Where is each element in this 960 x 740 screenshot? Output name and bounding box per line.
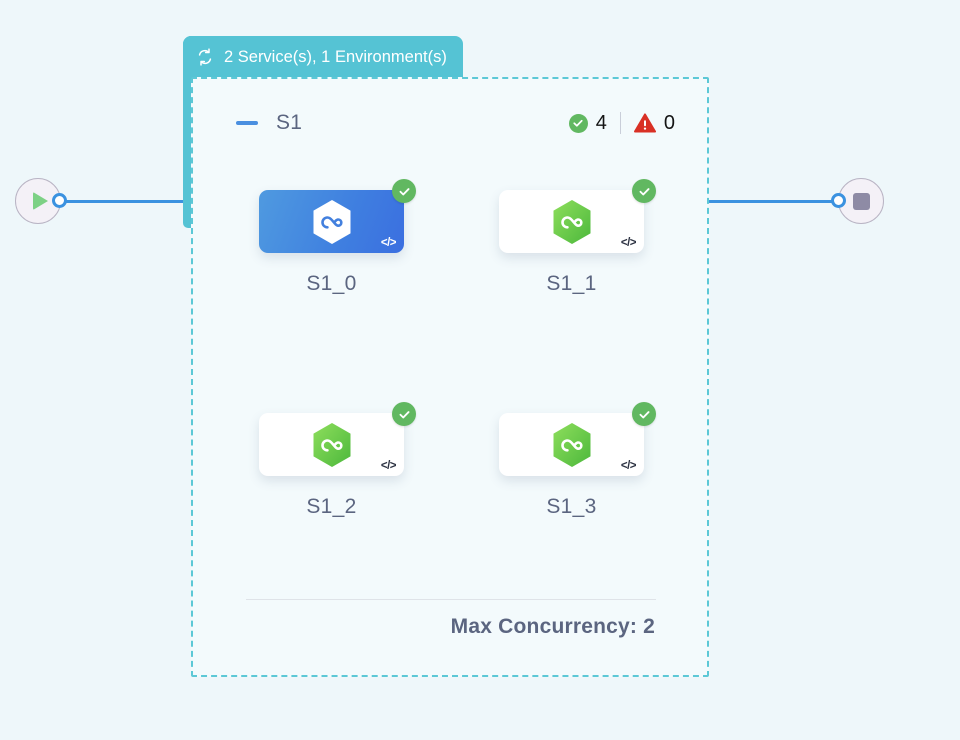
group-header-chip[interactable]: 2 Service(s), 1 Environment(s) [183,36,463,78]
node-card[interactable]: </> [259,402,416,476]
end-input-port[interactable] [831,193,846,208]
warning-triangle-icon [633,113,656,133]
count-divider [619,112,621,134]
max-concurrency-label: Max Concurrency: 2 [450,615,655,638]
edge-start-to-group[interactable] [62,200,190,203]
check-circle-icon [568,113,588,133]
node-s1-3[interactable]: </> S1_3 [499,402,656,519]
start-output-port[interactable] [52,193,67,208]
node-card[interactable]: </> [499,402,656,476]
node-label: S1_3 [546,495,597,518]
node-label: S1_2 [306,495,357,518]
success-count: 4 [595,111,607,134]
code-icon[interactable]: </> [380,460,397,472]
check-circle-icon [632,179,656,203]
node-card[interactable]: </> [259,179,416,253]
stage-counts: 4 0 [568,111,675,135]
stage-name: S1 [276,111,303,134]
hexagon-loop-icon [313,422,350,467]
error-count: 0 [663,111,675,134]
group-panel[interactable]: S1 4 0 [191,77,709,677]
group-header-label: 2 Service(s), 1 Environment(s) [224,47,447,66]
error-count-group: 0 [633,111,675,135]
stop-icon [852,192,870,210]
stage-header-row[interactable]: S1 4 0 [193,107,707,139]
loop-arrows-icon [198,48,212,66]
node-card[interactable]: </> [499,179,656,253]
check-circle-icon [632,402,656,426]
check-circle-icon [392,402,416,426]
hexagon-loop-icon [313,199,350,244]
node-s1-2[interactable]: </> S1_2 [259,402,416,519]
node-label: S1_1 [546,272,597,295]
node-s1-1[interactable]: </> S1_1 [499,179,656,296]
hexagon-loop-icon [553,199,590,244]
code-icon[interactable]: </> [620,237,637,249]
success-count-group: 4 [568,111,607,135]
minus-icon[interactable] [236,121,258,125]
code-icon[interactable]: </> [380,237,397,249]
edge-group-to-end[interactable] [708,200,840,203]
node-label: S1_0 [306,272,357,295]
hexagon-loop-icon [553,422,590,467]
check-circle-icon [392,179,416,203]
footer-divider [246,599,656,600]
node-s1-0[interactable]: </> S1_0 [259,179,416,296]
play-icon [33,192,48,210]
code-icon[interactable]: </> [620,460,637,472]
